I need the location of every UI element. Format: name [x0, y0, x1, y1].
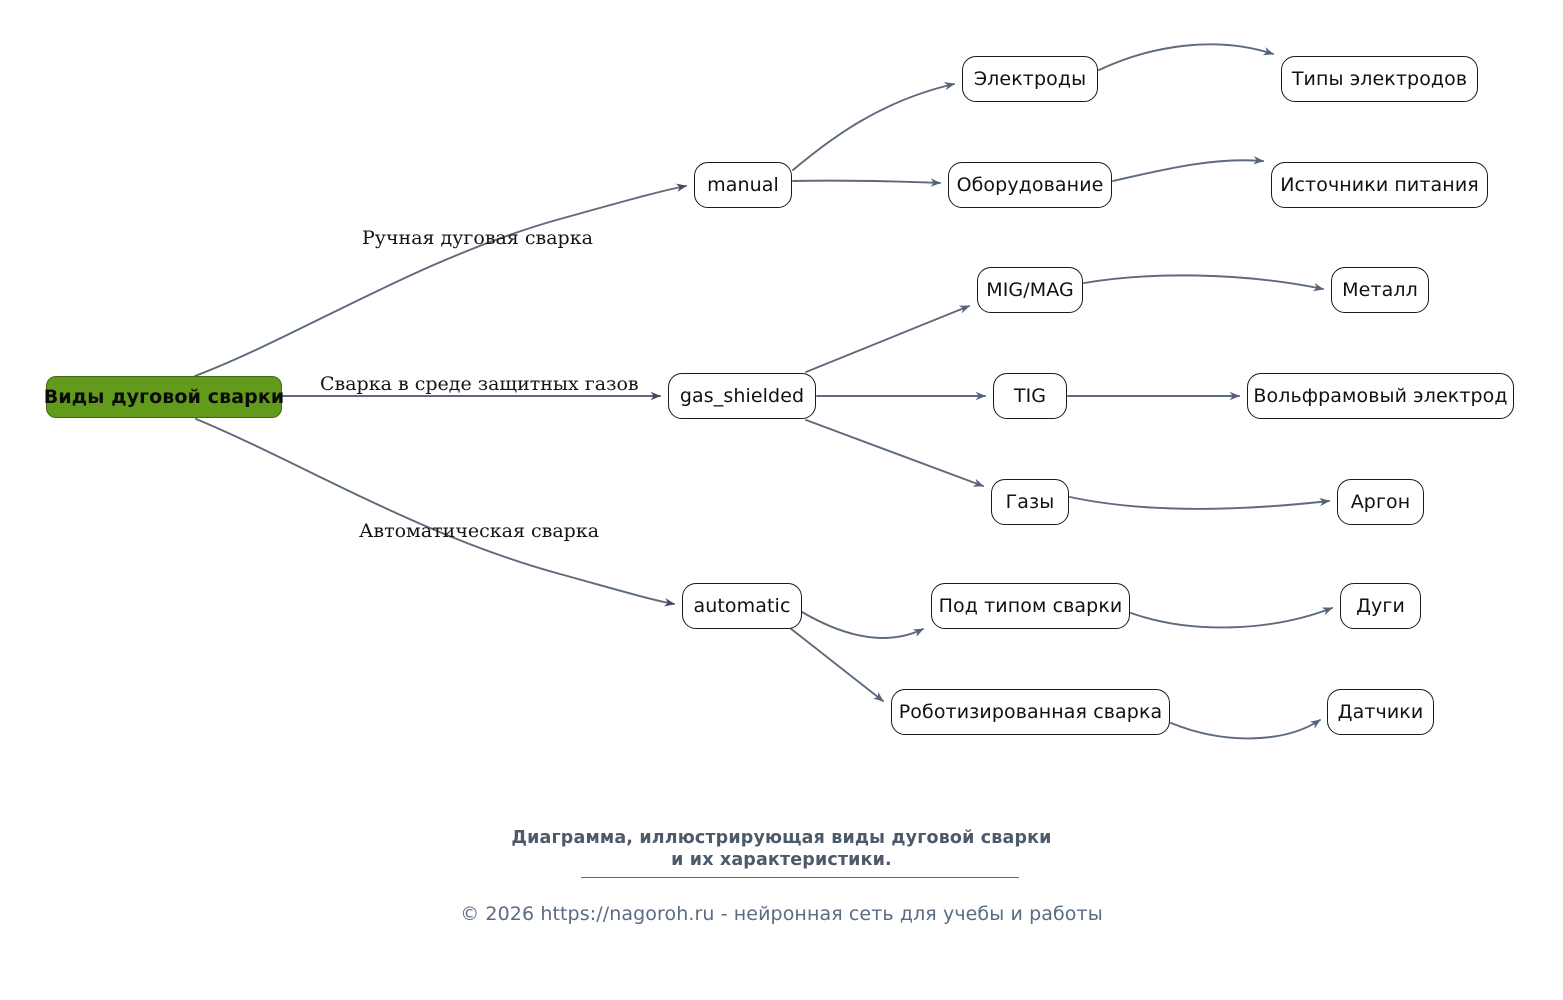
- node-equipment-label: Оборудование: [956, 173, 1104, 196]
- edge-equipment-power: [1112, 156, 1264, 182]
- node-root[interactable]: Виды дуговой сварки: [43, 376, 285, 418]
- edge-manual-electrodes: [792, 82, 955, 171]
- node-argon-label: Аргон: [1350, 490, 1411, 513]
- node-automatic-label: automatic: [693, 594, 791, 617]
- diagram-caption-line-1: Диаграмма, иллюстрирующая виды дуговой с…: [511, 828, 1052, 848]
- node-automatic[interactable]: automatic: [682, 583, 802, 629]
- node-gases[interactable]: Газы: [991, 479, 1069, 525]
- node-manual[interactable]: manual: [694, 162, 792, 208]
- edge-root-manual: [194, 183, 687, 377]
- node-electrode-types-label: Типы электродов: [1291, 67, 1468, 90]
- edge-robotic-sensors: [1170, 719, 1321, 740]
- node-arcs[interactable]: Дуги: [1340, 583, 1421, 629]
- node-root-label: Виды дуговой сварки: [43, 385, 285, 408]
- footer-divider: [581, 877, 1019, 878]
- edge-manual-equipment: [792, 178, 941, 187]
- diagram-caption-line-2: и их характеристики.: [671, 849, 892, 870]
- edge-root-automatic: [195, 418, 675, 607]
- node-manual-label: manual: [707, 173, 779, 196]
- node-gas-shielded[interactable]: gas_shielded: [668, 373, 816, 419]
- edge-gas-mig: [805, 305, 970, 373]
- edge-label-gas-shielded: Сварка в среде защитных газов: [320, 373, 639, 395]
- edge-automatic-weldtype: [801, 611, 924, 639]
- node-power-sources[interactable]: Источники питания: [1271, 162, 1488, 208]
- node-electrodes[interactable]: Электроды: [962, 56, 1098, 102]
- node-gases-label: Газы: [1005, 490, 1055, 513]
- node-argon[interactable]: Аргон: [1337, 479, 1424, 525]
- edge-mig-metal: [1083, 274, 1324, 292]
- node-sensors[interactable]: Датчики: [1327, 689, 1434, 735]
- node-metal-label: Металл: [1342, 278, 1418, 301]
- node-metal[interactable]: Металл: [1331, 267, 1429, 313]
- node-robotic-welding-label: Роботизированная сварка: [898, 700, 1163, 723]
- node-gas-shielded-label: gas_shielded: [679, 384, 805, 407]
- node-mig-mag-label: MIG/MAG: [986, 278, 1074, 301]
- node-power-sources-label: Источники питания: [1280, 173, 1479, 196]
- node-weld-type[interactable]: Под типом сварки: [931, 583, 1130, 629]
- edge-weldtype-arcs: [1130, 607, 1333, 629]
- node-arcs-label: Дуги: [1356, 594, 1405, 617]
- edge-gas-gases: [805, 419, 984, 487]
- edge-electrodes-types: [1098, 43, 1274, 71]
- node-tig-label: TIG: [1013, 384, 1047, 407]
- node-mig-mag[interactable]: MIG/MAG: [977, 267, 1083, 313]
- edge-label-manual: Ручная дуговая сварка: [362, 227, 593, 249]
- node-tungsten-electrode-label: Вольфрамовый электрод: [1253, 384, 1508, 407]
- diagram-caption: Диаграмма, иллюстрирующая виды дуговой с…: [0, 828, 1563, 872]
- node-equipment[interactable]: Оборудование: [948, 162, 1112, 208]
- node-sensors-label: Датчики: [1337, 700, 1424, 723]
- edge-label-automatic: Автоматическая сварка: [359, 520, 600, 542]
- edge-gases-argon: [1069, 496, 1330, 510]
- footer-copyright: © 2026 https://nagoroh.ru - нейронная се…: [460, 903, 1103, 925]
- node-electrodes-label: Электроды: [973, 67, 1087, 90]
- node-electrode-types[interactable]: Типы электродов: [1281, 56, 1478, 102]
- edge-automatic-robotic: [789, 627, 884, 702]
- node-robotic-welding[interactable]: Роботизированная сварка: [891, 689, 1170, 735]
- node-tig[interactable]: TIG: [993, 373, 1067, 419]
- node-weld-type-label: Под типом сварки: [938, 594, 1123, 617]
- node-tungsten-electrode[interactable]: Вольфрамовый электрод: [1247, 373, 1514, 419]
